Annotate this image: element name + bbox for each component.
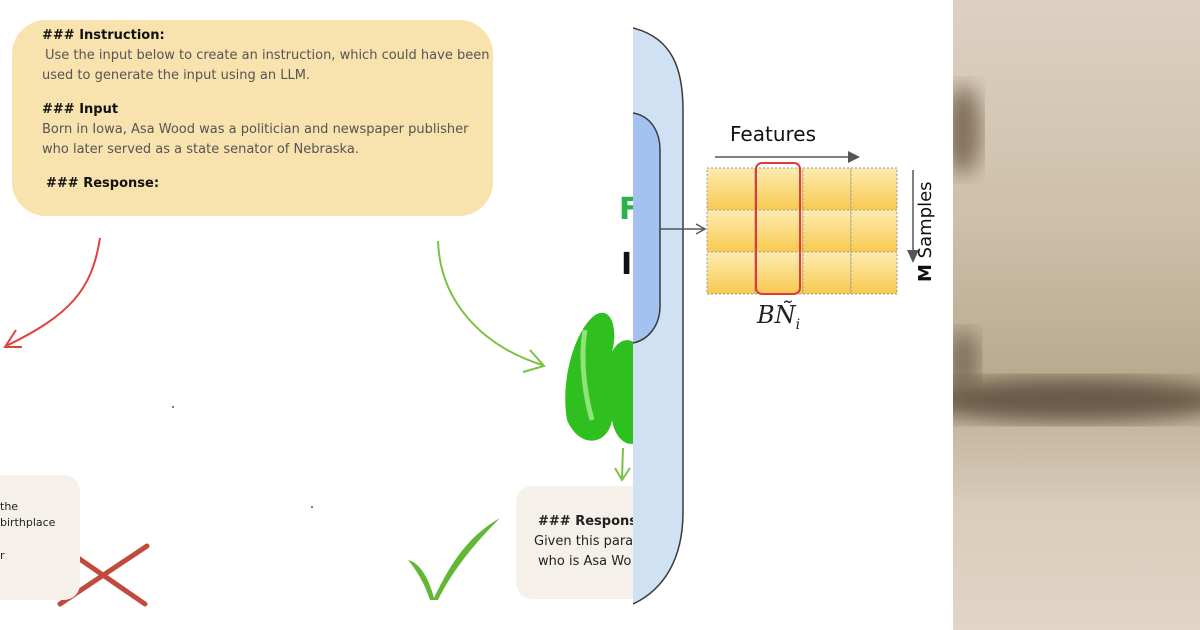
samples-text: Samples [915, 181, 936, 259]
response-heading: ### Response: [46, 176, 160, 191]
photo-panel [953, 0, 1200, 630]
red-arrow [5, 237, 101, 347]
features-label: Features [730, 122, 816, 146]
wrong-output-line2: birthplace [0, 516, 56, 529]
green-letter-fragment: F [619, 192, 633, 227]
bn-base: BÑ [757, 301, 796, 329]
highlighted-column [755, 162, 801, 295]
black-letter-fragment: I [621, 247, 633, 282]
prompt-bubble: ### Instruction: Use the input below to … [12, 20, 493, 216]
inner-box [633, 112, 661, 344]
batchnorm-diagram [633, 27, 919, 605]
instruction-text-line2: used to generate the input using an LLM. [42, 68, 311, 83]
input-heading: ### Input [42, 102, 119, 117]
check-icon [408, 518, 500, 600]
wrong-output-line1: the [0, 500, 19, 513]
blurred-photo [953, 85, 1200, 422]
green-arrowhead [522, 349, 546, 373]
samples-prefix: M [915, 264, 936, 282]
correct-output-line2: who is Asa Wo [538, 554, 632, 569]
bn-symbol: BÑi [757, 301, 800, 333]
instruction-heading: ### Instruction: [42, 28, 165, 43]
feature-grid [706, 167, 898, 295]
input-text-line1: Born in Iowa, Asa Wood was a politician … [42, 122, 469, 137]
correct-output-card: ### Response Given this para who is Asa … [516, 486, 633, 599]
red-arrowhead [3, 329, 22, 348]
samples-label: M Samples [915, 181, 936, 282]
instruction-text-line1: Use the input below to create an instruc… [45, 48, 490, 63]
input-text-line2: who later served as a state senator of N… [42, 142, 359, 157]
wrong-output-line3: r [0, 549, 5, 562]
llm-blob-icon [565, 312, 633, 444]
bn-subscript: i [795, 316, 801, 333]
green-arrow [437, 240, 543, 366]
correct-output-heading: ### Response [538, 514, 633, 529]
wrong-output-card: the birthplace r [0, 475, 80, 600]
down-arrow [614, 447, 631, 482]
correct-output-line1: Given this para [534, 534, 633, 549]
instruction-panel: ### Instruction: Use the input below to … [0, 20, 633, 607]
batchnorm-panel: Features M Samples BÑi [633, 0, 953, 630]
